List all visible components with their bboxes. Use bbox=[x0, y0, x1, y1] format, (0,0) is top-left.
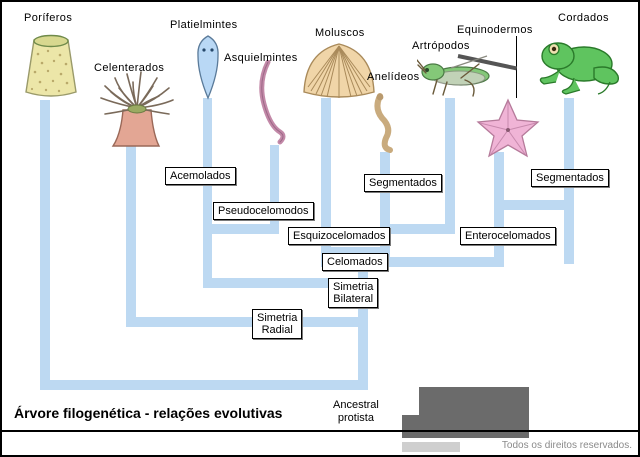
organism-anelideos-worm bbox=[374, 93, 393, 153]
branch-node-enterocelomados bbox=[331, 257, 504, 267]
taxon-label-anelideos: Anelídeos bbox=[367, 71, 420, 83]
organism-celenterados-polyp bbox=[100, 71, 174, 147]
branch-stem-poriferos bbox=[40, 100, 50, 388]
taxon-label-celenterados: Celenterados bbox=[94, 62, 165, 74]
taxon-label-equinodermos: Equinodermos bbox=[457, 24, 533, 36]
taxon-label-asquielmintes: Asquielmintes bbox=[224, 52, 298, 64]
organism-platielmintes-flatworm bbox=[197, 35, 219, 100]
branch-stem-celenterados bbox=[126, 145, 136, 325]
taxon-label-platielmintes: Platielmintes bbox=[170, 19, 238, 31]
trait-box-celomados: Celomados bbox=[322, 253, 388, 271]
organism-asquielmintes-roundworm bbox=[259, 60, 286, 145]
trait-box-enterocelomados: Enterocelomados bbox=[460, 227, 556, 245]
branch-stem-moluscos bbox=[321, 98, 331, 266]
organism-equinodermos-starfish bbox=[476, 98, 540, 158]
watermark-block-lower bbox=[402, 432, 529, 438]
branch-stem-asquielmintes bbox=[270, 145, 279, 233]
trait-box-acemolados: Acemolados bbox=[165, 167, 236, 185]
organism-moluscos-shell bbox=[303, 43, 375, 98]
figure-title: Árvore filogenética - relações evolutiva… bbox=[14, 405, 283, 421]
root-ancestral-label: Ancestral protista bbox=[333, 399, 379, 425]
trait-simetria-bilateral-line2: Bilateral bbox=[333, 293, 374, 305]
taxon-label-artropodos: Artrópodos bbox=[412, 40, 470, 52]
trait-box-esquizocelomados: Esquizocelomados bbox=[288, 227, 391, 245]
trait-box-simetria-radial: Simetria Radial bbox=[252, 309, 303, 339]
branch-stem-platielmintes bbox=[203, 98, 212, 286]
organism-cordados-frog bbox=[539, 42, 620, 95]
branch-node-simetria-bilateral bbox=[203, 278, 368, 288]
caption-divider bbox=[2, 430, 638, 432]
trait-box-segmentados-right: Segmentados bbox=[531, 169, 609, 187]
branch-stem-artropodos bbox=[445, 98, 455, 234]
taxon-label-poriferos: Poríferos bbox=[24, 12, 73, 24]
trait-box-segmentados-left: Segmentados bbox=[364, 174, 442, 192]
copyright-text: Todos os direitos reservados. bbox=[501, 440, 632, 451]
branch-node-esquizocelomados bbox=[321, 247, 390, 257]
organism-poriferos-sponge bbox=[25, 34, 77, 97]
branch-node-pseudocelomodos bbox=[203, 224, 279, 234]
branch-node-root bbox=[40, 380, 368, 390]
branch-stem-anelideos bbox=[380, 152, 390, 234]
root-label-line1: Ancestral bbox=[333, 399, 379, 411]
taxon-label-cordados: Cordados bbox=[558, 12, 609, 24]
watermark-block-main bbox=[419, 387, 529, 435]
branch-node-simetria-radial bbox=[126, 317, 368, 327]
organism-artropodos-grasshopper bbox=[417, 55, 490, 97]
branch-node-segmentados-left bbox=[380, 224, 455, 234]
root-label-line2: protista bbox=[337, 412, 374, 424]
watermark-block-dots bbox=[402, 442, 460, 452]
trait-simetria-radial-line2: Radial bbox=[261, 324, 293, 336]
trait-simetria-bilateral-line1: Simetria bbox=[333, 281, 374, 293]
taxon-label-moluscos: Moluscos bbox=[315, 27, 365, 39]
trait-box-pseudocelomodos: Pseudocelomodos bbox=[213, 202, 314, 220]
branch-node-segmentados-right bbox=[494, 200, 574, 210]
trait-box-simetria-bilateral: Simetria Bilateral bbox=[328, 278, 379, 308]
trait-simetria-radial-line1: Simetria bbox=[257, 312, 298, 324]
